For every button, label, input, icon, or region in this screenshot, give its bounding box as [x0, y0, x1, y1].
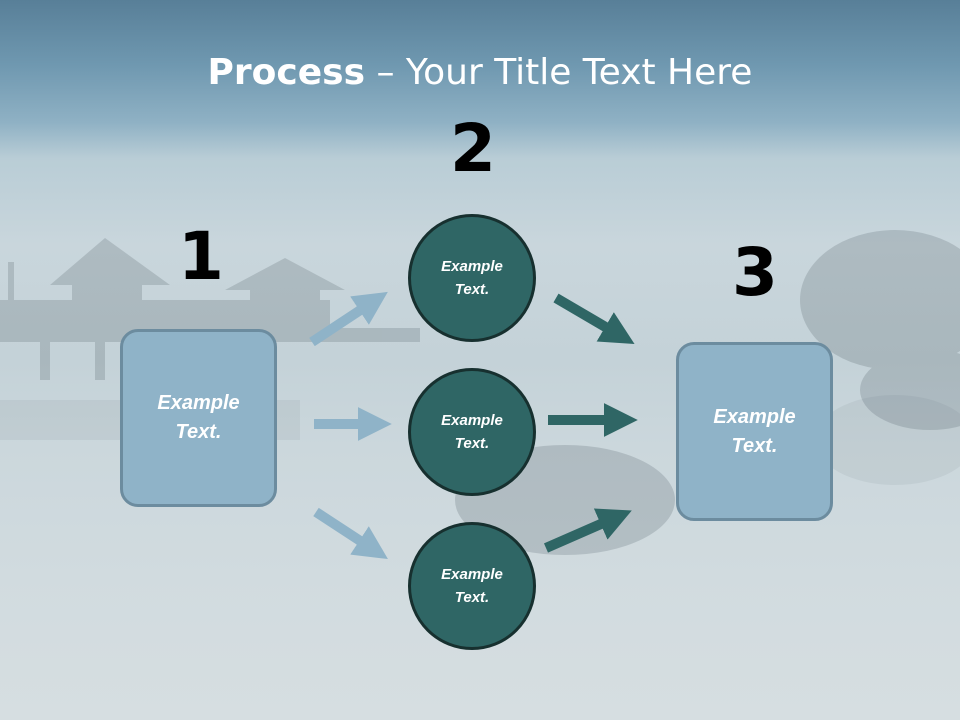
title-rest: – Your Title Text Here	[365, 52, 753, 93]
step3-box[interactable]: Example Text.	[676, 342, 833, 521]
step1-number: 1	[178, 218, 224, 295]
step1-box[interactable]: Example Text.	[120, 329, 277, 507]
step3-number: 3	[732, 234, 778, 311]
arrow-circle1-to-step3	[553, 293, 635, 345]
step2-circle-3[interactable]: Example Text.	[408, 522, 536, 650]
title-bold: Process	[207, 52, 366, 93]
circle3-label: Example Text.	[441, 566, 503, 606]
arrow-circle3-to-step3	[543, 508, 632, 553]
step2-circle-1[interactable]: Example Text.	[408, 214, 536, 342]
circle2-label: Example Text.	[441, 412, 503, 452]
step2-circle-2[interactable]: Example Text.	[408, 368, 536, 496]
step1-label: Example Text.	[157, 392, 240, 443]
circle1-label: Example Text.	[441, 258, 503, 298]
arrow-step1-to-circle1	[309, 291, 388, 347]
slide-title: Process – Your Title Text Here	[0, 52, 960, 93]
arrow-step1-to-circle3	[313, 507, 388, 560]
step3-label: Example Text.	[713, 405, 796, 457]
step2-number: 2	[450, 110, 496, 187]
